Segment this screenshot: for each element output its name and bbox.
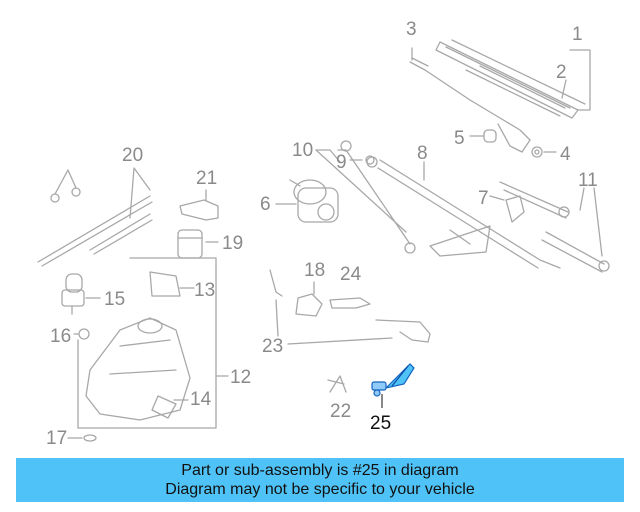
harness-part bbox=[269, 269, 431, 345]
callout-16: 16 bbox=[50, 326, 72, 347]
callout-13: 13 bbox=[194, 280, 216, 301]
callout-19: 19 bbox=[222, 233, 244, 254]
callout-6: 6 bbox=[260, 194, 271, 215]
wiper-blade-part bbox=[435, 39, 586, 119]
callout-9: 9 bbox=[336, 152, 347, 173]
callout-7: 7 bbox=[478, 188, 489, 209]
grommet-part bbox=[177, 229, 219, 259]
callout-23: 23 bbox=[262, 336, 284, 357]
nut-part bbox=[531, 146, 543, 158]
washer-reservoir-part bbox=[85, 271, 191, 421]
washer-pump-part bbox=[61, 273, 85, 315]
callout-4: 4 bbox=[560, 144, 571, 165]
highlighted-part-25 bbox=[371, 363, 415, 397]
callout-24: 24 bbox=[340, 264, 362, 285]
parts-diagram bbox=[37, 39, 610, 442]
cap-part bbox=[483, 129, 497, 143]
wiper-motor-part bbox=[289, 179, 339, 223]
wiper-linkage-part bbox=[366, 156, 610, 273]
wiper-arm-part bbox=[409, 57, 531, 153]
callout-8: 8 bbox=[417, 143, 428, 164]
hose-elbow-part bbox=[179, 189, 219, 221]
callout-20: 20 bbox=[122, 145, 144, 166]
callout-15: 15 bbox=[104, 289, 126, 310]
banner-line-2: Diagram may not be specific to your vehi… bbox=[165, 481, 475, 498]
callout-17: 17 bbox=[46, 428, 68, 449]
callout-14: 14 bbox=[190, 389, 212, 410]
washer-cap-part bbox=[83, 434, 97, 442]
callout-10: 10 bbox=[292, 140, 314, 161]
info-banner: Part or sub-assembly is #25 in diagram D… bbox=[16, 458, 624, 502]
callout-18: 18 bbox=[304, 260, 326, 281]
callout-2: 2 bbox=[556, 62, 567, 83]
callout-12: 12 bbox=[230, 367, 252, 388]
washer-hose-part bbox=[37, 167, 153, 267]
callout-5: 5 bbox=[454, 128, 465, 149]
grommet-small-part bbox=[78, 328, 90, 340]
callout-3: 3 bbox=[406, 19, 417, 40]
callout-11: 11 bbox=[578, 170, 598, 191]
clip-part bbox=[329, 297, 371, 309]
bracket-part bbox=[295, 281, 323, 317]
callout-25: 25 bbox=[370, 413, 392, 434]
banner-line-1: Part or sub-assembly is #25 in diagram bbox=[181, 462, 459, 479]
callout-1: 1 bbox=[572, 24, 583, 45]
callout-21: 21 bbox=[196, 168, 218, 189]
callout-22: 22 bbox=[330, 401, 352, 422]
